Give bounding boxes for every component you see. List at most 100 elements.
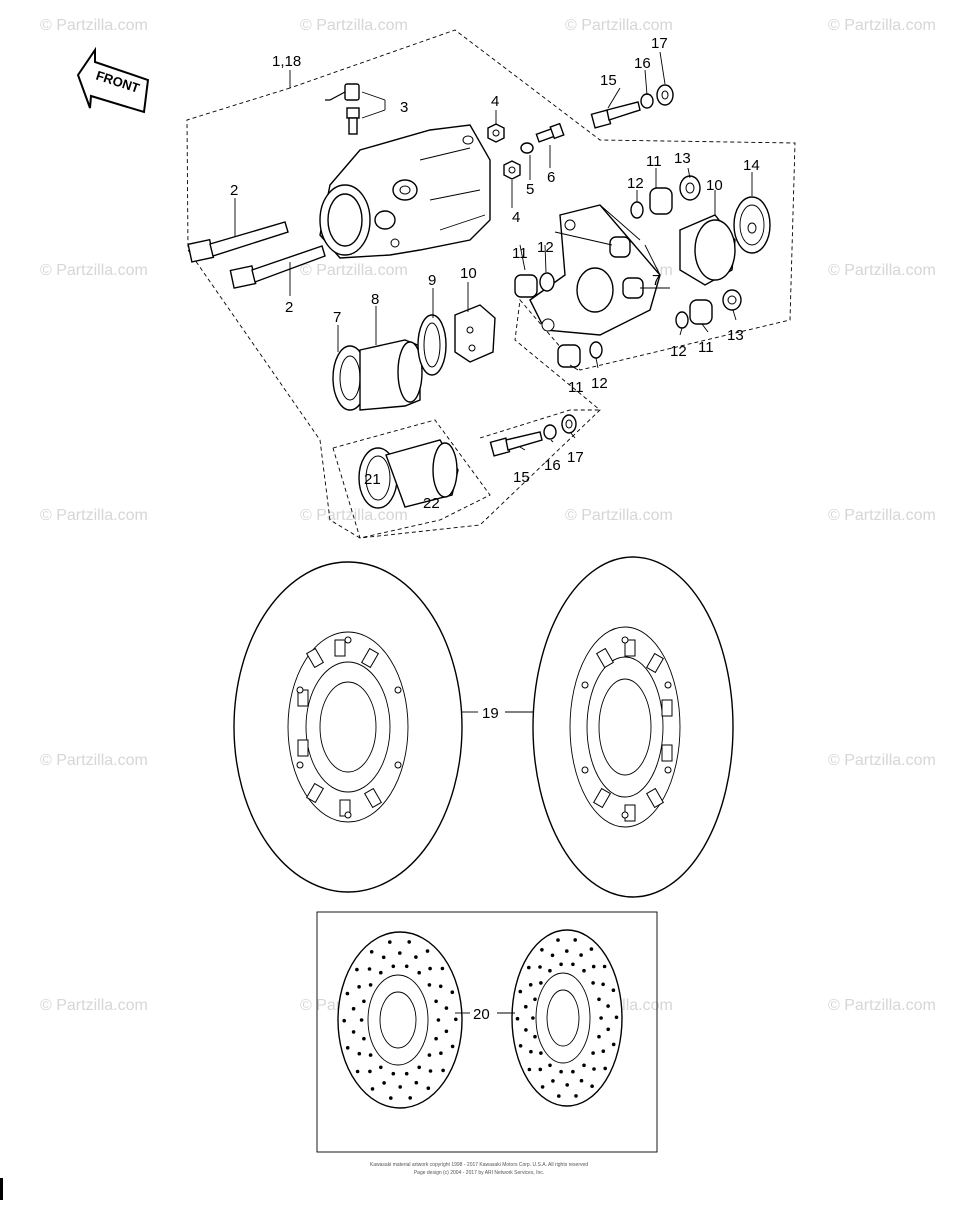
drill-hole bbox=[559, 1069, 563, 1074]
drill-hole bbox=[427, 1053, 432, 1057]
drill-hole bbox=[540, 948, 544, 952]
drill-hole bbox=[599, 1016, 603, 1020]
watermark: © Partzilla.com bbox=[300, 507, 408, 524]
drill-hole bbox=[381, 955, 386, 960]
drill-hole bbox=[388, 940, 392, 944]
callout-8: 8 bbox=[371, 291, 379, 308]
drill-hole bbox=[614, 1015, 619, 1020]
drill-hole bbox=[515, 1016, 520, 1021]
drill-hole bbox=[606, 1027, 610, 1032]
drill-hole bbox=[444, 1006, 449, 1010]
callout-14: 14 bbox=[743, 157, 760, 174]
drill-hole bbox=[589, 947, 594, 951]
bleeder-valve bbox=[325, 83, 386, 135]
callout-13: 13 bbox=[727, 327, 744, 344]
drill-hole bbox=[603, 1066, 607, 1071]
callout-10: 10 bbox=[706, 177, 723, 194]
watermark: © Partzilla.com bbox=[40, 997, 148, 1014]
drill-hole bbox=[408, 1096, 413, 1100]
drill-hole bbox=[582, 1063, 586, 1068]
drill-hole bbox=[524, 1028, 528, 1032]
drill-hole bbox=[404, 1071, 409, 1076]
drill-hole bbox=[370, 1087, 375, 1091]
callout-15: 15 bbox=[600, 72, 617, 89]
brake-disc-left bbox=[233, 561, 463, 893]
callout-7: 7 bbox=[652, 272, 660, 289]
drill-hole bbox=[389, 1096, 393, 1100]
callout-11: 11 bbox=[568, 379, 584, 396]
drill-hole bbox=[359, 1018, 364, 1022]
dust-boot bbox=[679, 214, 736, 286]
drill-hole bbox=[559, 962, 563, 967]
drill-hole bbox=[518, 989, 523, 994]
callout-2: 2 bbox=[230, 182, 238, 199]
drill-hole bbox=[434, 1036, 438, 1041]
callout-15: 15 bbox=[513, 469, 530, 486]
drill-hole bbox=[527, 965, 531, 970]
callout-3: 3 bbox=[400, 99, 408, 116]
drill-hole bbox=[441, 1068, 445, 1073]
drill-hole bbox=[398, 1085, 403, 1089]
drill-hole bbox=[548, 1063, 552, 1068]
drill-hole bbox=[355, 967, 359, 972]
footer-line-2: Page design (c) 2004 - 2017 by ARI Netwo… bbox=[414, 1170, 544, 1176]
callout-7: 7 bbox=[333, 309, 341, 326]
drill-hole bbox=[590, 1084, 594, 1088]
watermark: © Partzilla.com bbox=[828, 17, 936, 34]
callout-10: 10 bbox=[460, 265, 477, 282]
drilled-disc-right bbox=[511, 929, 623, 1107]
drill-hole bbox=[539, 981, 543, 985]
drill-hole bbox=[533, 997, 537, 1002]
brake-disc-right bbox=[532, 556, 734, 898]
drill-hole bbox=[428, 1069, 433, 1073]
caliper-assembly-outline bbox=[186, 29, 796, 539]
drill-hole bbox=[591, 1051, 595, 1055]
callout-6: 6 bbox=[547, 169, 555, 186]
drill-hole bbox=[565, 949, 569, 953]
drill-hole bbox=[414, 1080, 419, 1085]
page-edge-marker bbox=[0, 1178, 3, 1200]
bolt-set-bottom bbox=[479, 409, 600, 457]
drill-hole bbox=[540, 1085, 545, 1089]
piston-and-seals bbox=[332, 304, 496, 411]
callout-17: 17 bbox=[651, 35, 668, 52]
drill-hole bbox=[427, 983, 432, 987]
drill-hole bbox=[611, 988, 616, 992]
watermark: © Partzilla.com bbox=[40, 752, 148, 769]
drill-hole bbox=[533, 1034, 537, 1039]
drill-hole bbox=[591, 981, 595, 985]
drilled-disc-left bbox=[337, 931, 463, 1109]
caliper-bracket bbox=[529, 204, 661, 336]
drill-hole bbox=[438, 984, 443, 989]
drill-hole bbox=[357, 1051, 362, 1056]
drill-hole bbox=[425, 949, 430, 953]
drill-hole bbox=[382, 1081, 386, 1085]
drill-hole bbox=[527, 1067, 532, 1072]
drill-hole bbox=[582, 968, 586, 973]
drill-holes bbox=[515, 938, 619, 1098]
drill-hole bbox=[611, 1042, 616, 1047]
callout-11: 11 bbox=[698, 339, 714, 356]
callout-11: 11 bbox=[512, 245, 528, 262]
drill-hole bbox=[391, 1071, 396, 1076]
drill-hole bbox=[362, 999, 366, 1004]
drill-hole bbox=[524, 1004, 528, 1009]
callout-labels: 1,18 2 2 3 4 4 5 6 7 7 8 9 10 10 11 11 1… bbox=[230, 35, 760, 1023]
drill-hole bbox=[450, 990, 455, 994]
callout-12: 12 bbox=[537, 239, 554, 256]
watermark: © Partzilla.com bbox=[828, 262, 936, 279]
drill-hole bbox=[357, 985, 361, 989]
callout-12: 12 bbox=[670, 343, 687, 360]
callout-21: 21 bbox=[364, 471, 381, 488]
drill-hole bbox=[417, 970, 422, 975]
drill-hole bbox=[571, 962, 575, 967]
callout-16: 16 bbox=[634, 55, 651, 72]
drill-hole bbox=[591, 964, 596, 969]
callout-4: 4 bbox=[512, 209, 520, 226]
drill-hole bbox=[428, 966, 432, 971]
nuts-and-washer bbox=[487, 122, 565, 180]
footer-line-1: Kawasaki material artwork copyright 1998… bbox=[370, 1162, 588, 1168]
drill-hole bbox=[557, 1094, 561, 1098]
